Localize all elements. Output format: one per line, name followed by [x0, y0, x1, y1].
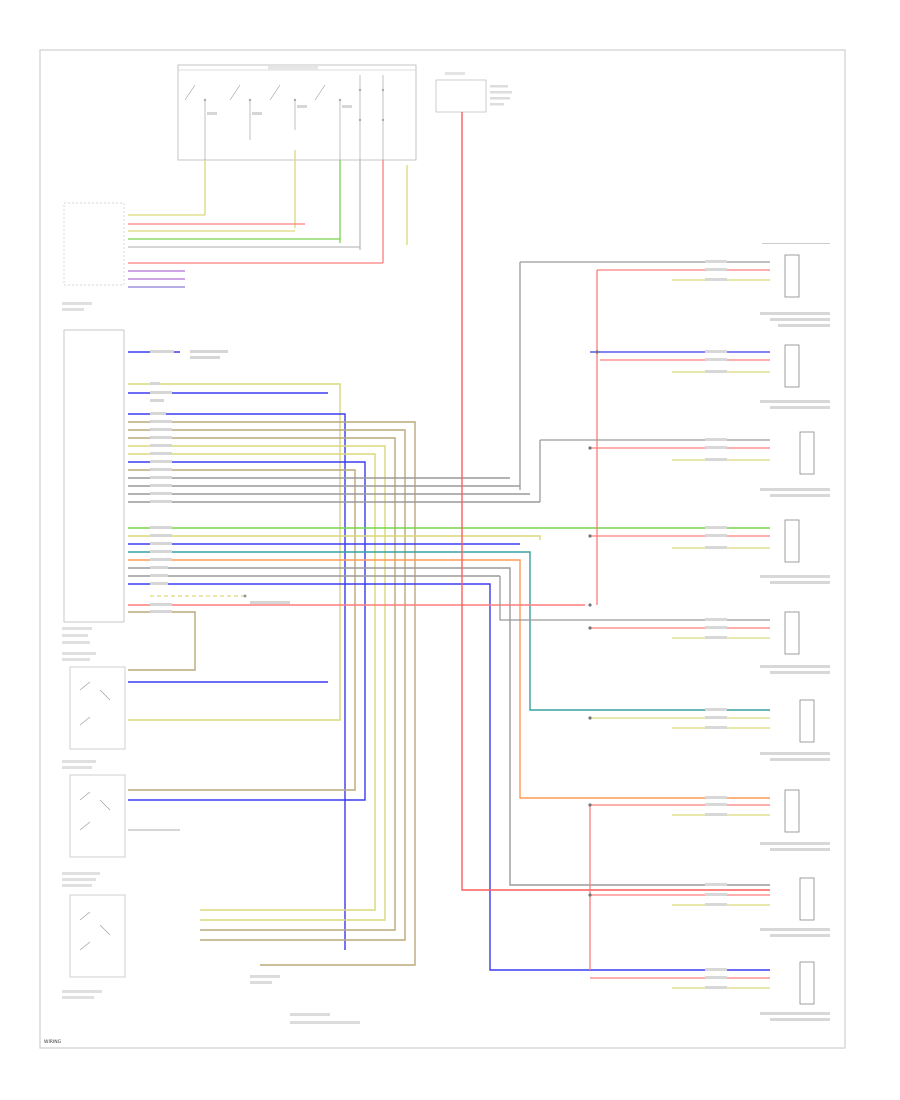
right-component-7 [589, 789, 800, 970]
notes-block [250, 975, 360, 1024]
right-component-4 [590, 519, 800, 563]
main-module-wires [128, 351, 770, 971]
left-switch-module-3 [62, 760, 180, 858]
left-switch-module-2 [62, 652, 126, 750]
right-component-9 [590, 961, 815, 1005]
right-component-3 [539, 431, 815, 502]
left-module-top-wires [128, 214, 383, 288]
left-module-top [62, 202, 125, 311]
footer-diagram-id: WIRING [44, 1039, 62, 1045]
right-component-5 [499, 576, 800, 655]
red-feed-line [461, 112, 770, 891]
main-module-wire-tags [150, 350, 290, 613]
right-component-1 [519, 243, 830, 605]
diagram-frame [39, 49, 846, 1049]
right-component-6 [590, 699, 815, 743]
right-wire-tags [705, 260, 830, 1021]
top-switch-assembly [177, 64, 417, 161]
right-component-2 [590, 344, 800, 388]
top-drop-wires [204, 150, 408, 263]
main-module-dotted-run [150, 594, 247, 598]
left-main-module [62, 329, 125, 644]
left-switch-module-4 [62, 872, 126, 999]
relay-box [435, 72, 512, 113]
junction-dots [588, 350, 599, 897]
right-components [499, 243, 830, 1021]
